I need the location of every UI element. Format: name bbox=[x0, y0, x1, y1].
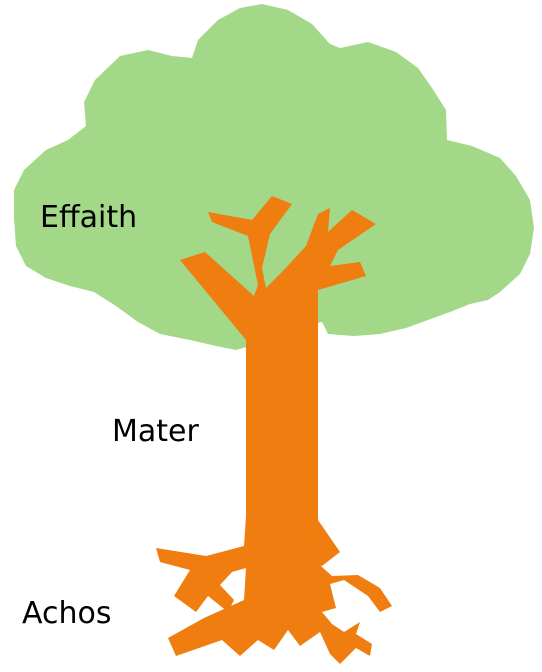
issue-label: Mater bbox=[112, 414, 199, 450]
effect-label: Effaith bbox=[40, 200, 137, 236]
cause-label: Achos bbox=[22, 596, 112, 632]
